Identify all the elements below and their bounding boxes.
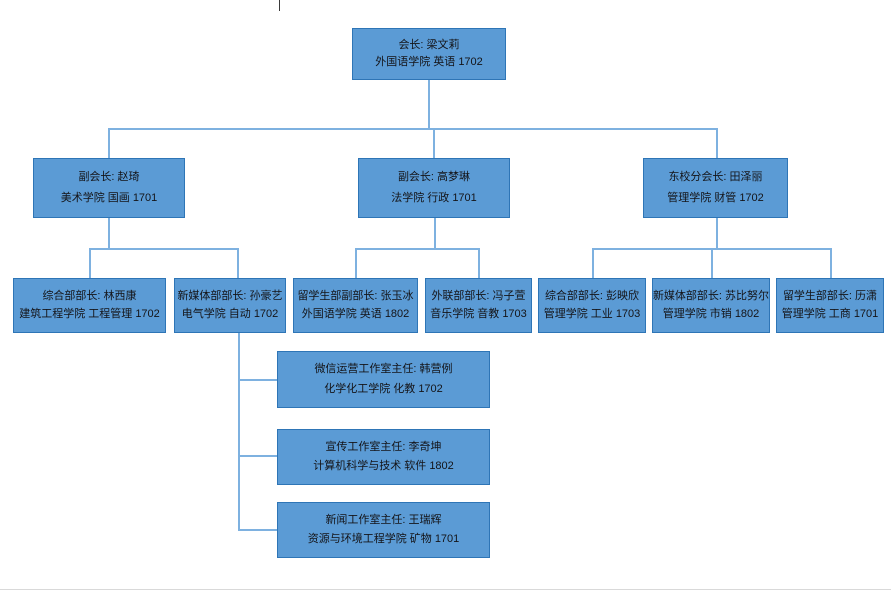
node-subtitle: 管理学院 市销 1802: [662, 308, 760, 321]
node-title: 会长: 梁文莉: [398, 38, 460, 51]
connector-line: [237, 248, 239, 278]
node-subtitle: 电气学院 自动 1702: [181, 308, 279, 321]
org-node-general-dept-east[interactable]: 综合部部长: 彭映欣 管理学院 工业 1703: [538, 278, 646, 333]
connector-line: [433, 128, 435, 159]
org-node-vice-president-2[interactable]: 副会长: 高梦琳 法学院 行政 1701: [358, 158, 510, 218]
node-subtitle: 管理学院 工业 1703: [543, 308, 641, 321]
node-title: 外联部部长: 冯子萱: [431, 289, 526, 302]
connector-line: [108, 128, 718, 130]
org-node-east-campus-president[interactable]: 东校分会长: 田泽丽 管理学院 财管 1702: [643, 158, 788, 218]
connector-line: [355, 248, 357, 278]
node-subtitle: 音乐学院 音教 1703: [430, 308, 527, 321]
node-title: 副会长: 赵琦: [78, 171, 140, 184]
page-edge-line: [0, 589, 891, 590]
node-title: 综合部部长: 彭映欣: [544, 289, 640, 302]
connector-line: [830, 248, 832, 278]
connector-line: [89, 248, 91, 278]
connector-line: [89, 248, 239, 250]
text-cursor-mark: [279, 0, 280, 11]
connector-line: [711, 248, 713, 278]
connector-line: [108, 128, 110, 159]
node-title: 副会长: 高梦琳: [397, 171, 471, 184]
org-node-vice-president-1[interactable]: 副会长: 赵琦 美术学院 国画 1701: [33, 158, 185, 218]
node-title: 东校分会长: 田泽丽: [668, 171, 763, 184]
org-node-publicity-studio[interactable]: 宣传工作室主任: 李奇坤 计算机科学与技术 软件 1802: [277, 429, 490, 485]
connector-line: [238, 333, 240, 531]
connector-line: [592, 248, 594, 278]
connector-line: [478, 248, 480, 278]
connector-line: [716, 218, 718, 248]
org-node-wechat-studio[interactable]: 微信运营工作室主任: 韩营例 化学化工学院 化教 1702: [277, 351, 490, 408]
node-title: 新媒体部部长: 苏比努尔: [652, 289, 770, 302]
org-node-outreach-dept[interactable]: 外联部部长: 冯子萱 音乐学院 音教 1703: [425, 278, 532, 333]
connector-line: [238, 455, 277, 457]
org-node-new-media-dept[interactable]: 新媒体部部长: 孙豪艺 电气学院 自动 1702: [174, 278, 286, 333]
org-node-president[interactable]: 会长: 梁文莉 外国语学院 英语 1702: [352, 28, 506, 80]
node-subtitle: 计算机科学与技术 软件 1802: [313, 460, 454, 472]
node-subtitle: 管理学院 工商 1701: [781, 308, 879, 321]
connector-line: [716, 128, 718, 159]
node-subtitle: 美术学院 国画 1701: [60, 191, 158, 204]
node-title: 微信运营工作室主任: 韩营例: [314, 363, 453, 376]
node-subtitle: 资源与环境工程学院 矿物 1701: [307, 533, 460, 545]
connector-line: [238, 529, 277, 531]
node-subtitle: 管理学院 财管 1702: [667, 191, 764, 204]
node-title: 留学生部部长: 历潇: [782, 289, 878, 302]
org-node-new-media-dept-east[interactable]: 新媒体部部长: 苏比努尔 管理学院 市销 1802: [652, 278, 770, 333]
node-title: 新媒体部部长: 孙豪艺: [177, 289, 283, 302]
node-subtitle: 法学院 行政 1701: [391, 191, 477, 204]
node-subtitle: 外国语学院 英语 1802: [301, 308, 410, 321]
connector-line: [108, 218, 110, 248]
connector-line: [434, 218, 436, 248]
node-subtitle: 建筑工程学院 工程管理 1702: [19, 308, 160, 321]
org-node-news-studio[interactable]: 新闻工作室主任: 王瑞辉 资源与环境工程学院 矿物 1701: [277, 502, 490, 558]
node-title: 宣传工作室主任: 李奇坤: [325, 441, 442, 453]
org-node-intl-student-deputy[interactable]: 留学生部副部长: 张玉冰 外国语学院 英语 1802: [293, 278, 418, 333]
node-subtitle: 外国语学院 英语 1702: [375, 56, 483, 69]
node-subtitle: 化学化工学院 化教 1702: [324, 382, 443, 395]
connector-line: [238, 379, 277, 381]
org-node-intl-student-dept[interactable]: 留学生部部长: 历潇 管理学院 工商 1701: [776, 278, 884, 333]
connector-line: [428, 80, 430, 129]
node-title: 综合部部长: 林西康: [42, 289, 137, 302]
org-node-general-dept-west[interactable]: 综合部部长: 林西康 建筑工程学院 工程管理 1702: [13, 278, 166, 333]
connector-line: [355, 248, 480, 250]
node-title: 留学生部副部长: 张玉冰: [297, 289, 414, 302]
node-title: 新闻工作室主任: 王瑞辉: [325, 514, 442, 526]
